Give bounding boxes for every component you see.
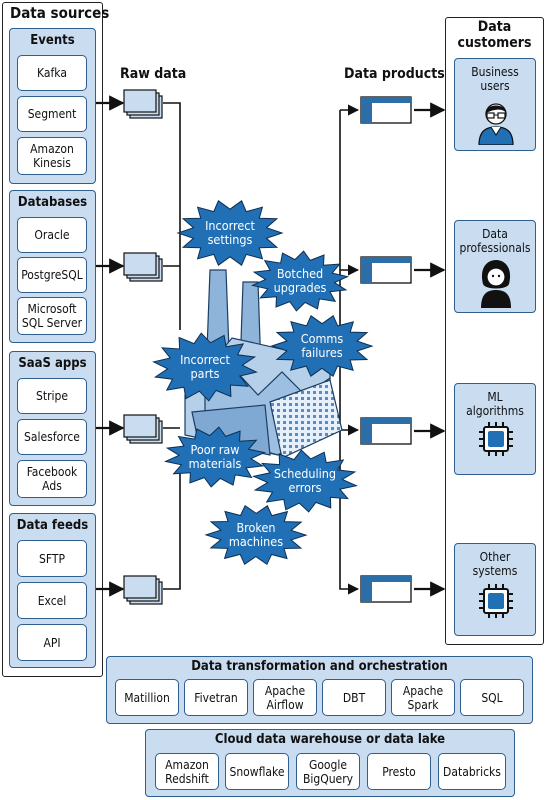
customer-label: Data professionals xyxy=(459,227,531,255)
customer-arrows xyxy=(414,102,446,597)
raw-data-icon xyxy=(123,414,163,444)
source-item-label: Segment xyxy=(27,107,77,121)
data-product-icon xyxy=(360,417,412,445)
raw-data-label: Raw data xyxy=(120,66,187,82)
source-item: Stripe xyxy=(17,378,87,414)
tool-label: DBT xyxy=(342,690,366,705)
tool-label: Apache Airflow xyxy=(264,683,306,712)
raw-data-connector xyxy=(163,470,181,590)
data-product-icon xyxy=(360,575,412,603)
source-item: Segment xyxy=(17,96,87,132)
raw-data-icon xyxy=(123,575,163,605)
source-item-label: API xyxy=(43,635,61,650)
warehouse-tool: Amazon Redshift xyxy=(155,753,219,790)
source-item-label: Excel xyxy=(37,593,67,608)
raw-data-icon xyxy=(123,89,163,119)
tool-label: Databricks xyxy=(443,764,501,779)
problem-burst xyxy=(176,200,284,266)
tool-label: Google BigQuery xyxy=(302,757,354,786)
source-item-label: Facebook Ads xyxy=(26,465,78,493)
raw-data-icon xyxy=(123,252,163,282)
customer-label: Other systems xyxy=(472,550,518,578)
data-professional-icon xyxy=(481,260,511,308)
problem-burst xyxy=(251,449,359,513)
warehouse-tool: Databricks xyxy=(438,753,506,790)
source-group-title: SaaS apps xyxy=(18,356,87,371)
source-item-label: Microsoft SQL Server xyxy=(21,302,83,330)
source-item-label: Amazon Kinesis xyxy=(30,142,74,170)
tool-label: Fivetran xyxy=(194,690,238,705)
source-item: Oracle xyxy=(17,217,87,253)
problem-burst xyxy=(152,332,258,402)
source-item-label: Stripe xyxy=(35,389,69,403)
tool-label: Matillion xyxy=(124,690,170,705)
transformation-tool: Apache Spark xyxy=(391,679,455,716)
transformation-tool: Matillion xyxy=(115,679,179,716)
source-item-label: SFTP xyxy=(39,551,65,566)
transformation-tool: Fivetran xyxy=(184,679,248,716)
tool-label: Presto xyxy=(382,764,416,779)
problem-burst xyxy=(270,315,374,377)
tool-label: Amazon Redshift xyxy=(165,757,209,786)
data-customers-title: Data customers xyxy=(457,19,532,51)
problem-burst xyxy=(163,426,267,488)
source-item-label: Oracle xyxy=(34,228,70,242)
source-item: Amazon Kinesis xyxy=(17,137,87,175)
transformation-tool: SQL xyxy=(460,679,524,716)
data-sources-title: Data sources xyxy=(10,4,110,22)
transformation-title: Data transformation and orchestration xyxy=(191,659,448,674)
source-item: Excel xyxy=(17,582,87,619)
problem-burst xyxy=(250,250,350,312)
source-item: SFTP xyxy=(17,540,87,577)
source-arrows xyxy=(96,95,125,597)
warehouse-tool: Presto xyxy=(367,753,431,790)
chip-icon xyxy=(479,584,513,618)
tool-label: Snowflake xyxy=(229,764,285,779)
source-item: Kafka xyxy=(17,55,87,91)
source-group-title: Events xyxy=(30,33,75,48)
source-item: Facebook Ads xyxy=(17,460,87,498)
warehouse-tool: Snowflake xyxy=(225,753,289,790)
raw-data-connectors xyxy=(163,102,181,590)
transformation-tool: Apache Airflow xyxy=(253,679,317,716)
source-item: API xyxy=(17,624,87,661)
customer-label: ML algorithms xyxy=(466,390,524,418)
problem-burst xyxy=(204,504,308,566)
data-products-label: Data products xyxy=(344,66,445,82)
source-item: Microsoft SQL Server xyxy=(17,297,87,335)
source-group-title: Databases xyxy=(17,195,88,210)
source-group-title: Data feeds xyxy=(16,518,89,533)
tool-label: Apache Spark xyxy=(402,683,444,712)
source-item-label: Salesforce xyxy=(24,430,80,444)
customer-card xyxy=(454,58,536,151)
customer-label: Business users xyxy=(471,65,519,93)
source-item: PostgreSQL xyxy=(17,257,87,293)
tool-label: SQL xyxy=(481,690,503,705)
raw-data-connector xyxy=(163,102,181,330)
transformation-tool: DBT xyxy=(322,679,386,716)
chip-icon xyxy=(479,422,513,456)
warehouse-tool: Google BigQuery xyxy=(296,753,360,790)
business-user-icon xyxy=(478,103,514,145)
data-product-icon xyxy=(360,96,412,124)
source-item-label: PostgreSQL xyxy=(21,268,83,282)
source-item: Salesforce xyxy=(17,419,87,455)
data-product-icon xyxy=(360,256,412,284)
warehouse-title: Cloud data warehouse or data lake xyxy=(214,732,446,747)
source-item-label: Kafka xyxy=(37,66,67,80)
